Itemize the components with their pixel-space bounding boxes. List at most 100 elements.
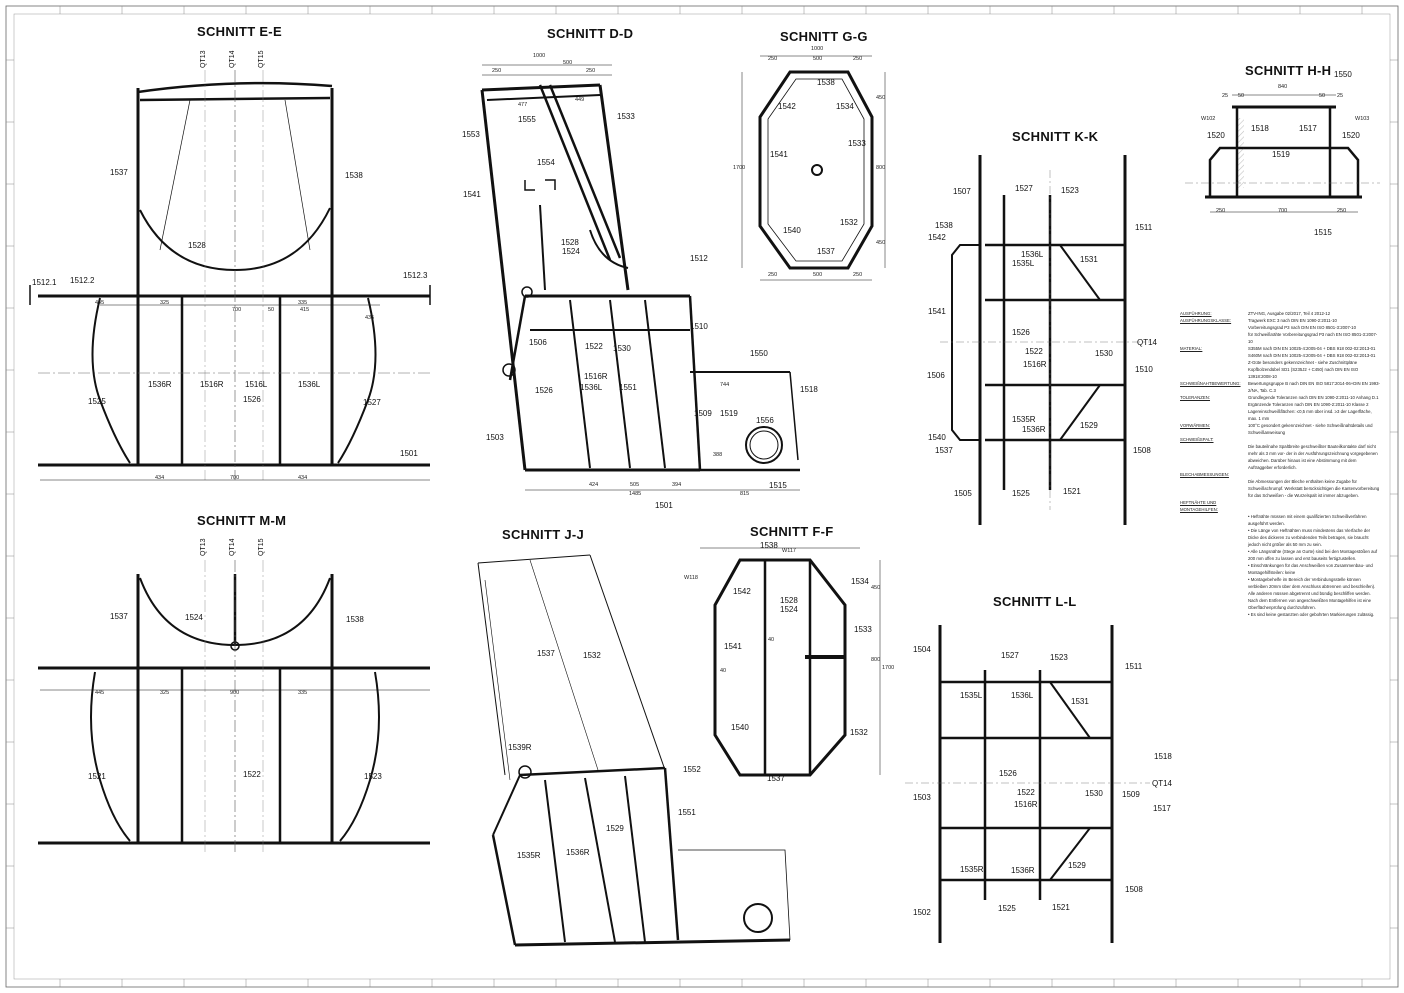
part-label: 1554 [537,158,555,167]
note-key: AUSFÜHRUNG: [1180,311,1212,316]
part-label: 1533 [854,625,872,634]
dim-label: 1000 [811,46,824,52]
axis-label-qt14-mm: QT14 [229,538,236,556]
part-label: 1540 [731,723,749,732]
dim-label: 505 [630,482,640,488]
dim-label: 40 [768,637,775,643]
part-label: 1523 [364,772,382,781]
note-row: Z-Güte besonders gekennzeichnet - siehe … [1180,359,1380,366]
dim-label: 450 [876,240,886,246]
part-label: 1503 [913,793,931,802]
part-label: 1538 [935,221,953,230]
note-value: Z-Güte besonders gekennzeichnet - siehe … [1248,360,1358,365]
dim-label: 500 [813,56,823,62]
part-label: 1523 [1050,653,1068,662]
note-value [1248,436,1380,443]
section-jj-drawing [477,554,791,947]
part-label: 1512.3 [403,271,428,280]
part-label: 1512.2 [70,276,95,285]
note-key [1180,359,1248,366]
part-label: 1512 [690,254,708,263]
note-key [1180,324,1248,331]
note-value: • Es sind keine gestanzten oder gebohrte… [1248,612,1375,617]
part-label: 1537 [817,247,835,256]
part-label: 1535R [960,865,984,874]
note-value: S460M nach DIN EN 10025-4:2005-04 + DBS … [1248,353,1376,358]
note-value: Bewertungsgruppe B nach DIN EN ISO 5817:… [1248,381,1380,393]
part-label: 1529 [1080,421,1098,430]
dim-label: 744 [720,382,730,388]
axis-label-qt13-mm: QT13 [200,538,207,556]
section-hh-drawing [1185,94,1380,213]
dim-label: 250 [853,272,863,278]
part-label: 1506 [927,371,945,380]
part-label: 1518 [1154,752,1172,761]
part-label: 1525 [88,397,106,406]
section-title-ff: SCHNITT F-F [750,524,834,539]
axis-label-qt14-ee: QT14 [229,50,236,68]
part-label: 1538 [817,78,835,87]
part-label: 1538 [760,541,778,550]
part-label: 1521 [88,772,106,781]
dim-label: 335 [298,300,308,306]
part-label: 1538 [346,615,364,624]
part-label: 1508 [1125,885,1143,894]
section-ff-drawing [700,547,881,777]
part-label: 1519 [720,409,738,418]
dim-label: 434 [155,475,165,481]
section-title-kk: SCHNITT K-K [1012,129,1099,144]
part-label: 1537 [935,446,953,455]
dim-label: 450 [876,95,886,101]
part-label: 1515 [769,481,787,490]
note-value: S355M nach DIN EN 10025-4:2005-04 + DBS … [1248,346,1376,351]
note-row: VORWÄRMEN:100°C gesondert gekennzeichnet… [1180,422,1380,436]
part-label: 1516R [200,380,224,389]
note-row: HEFTNÄHTE UND MONTAGEHILFEN: [1180,499,1380,513]
note-key: SCHWEIßNAHTBEWERTUNG: [1180,381,1241,386]
dim-label: 445 [95,690,105,696]
part-label: 1540 [783,226,801,235]
note-value: für Schweißnähte Vorbereitungsgrad P3 na… [1248,332,1378,344]
note-key [1180,611,1248,618]
note-row: Lagereinschweißflächen: ≤0,5 mm über ins… [1180,408,1380,422]
part-label: 1537 [767,774,785,783]
note-value: • Einschränkungen für das Anschweißen vo… [1248,563,1373,575]
part-label: 1526 [243,395,261,404]
part-label: 1534 [836,102,854,111]
note-value: Die Abmessungen der Bleche enthalten kei… [1248,479,1380,498]
part-label: 1536L [1011,691,1034,700]
dim-label: 700 [1278,208,1288,214]
part-label: 1531 [1071,697,1089,706]
note-row: Vorbereitungsgrad P3 nach DIN EN ISO 850… [1180,324,1380,331]
axis-label-qt15-ee: QT15 [258,50,265,68]
part-label: 1541 [770,150,788,159]
note-value: • Montagebehelfe im Bereich der Verbindu… [1248,577,1376,610]
dim-label: 250 [1337,208,1347,214]
note-key: HEFTNÄHTE UND MONTAGEHILFEN: [1180,500,1218,512]
note-row: • Es sind keine gestanzten oder gebohrte… [1180,611,1380,618]
note-value: Ergänzende Toleranzen nach DIN EN 1090-2… [1248,402,1369,407]
dim-label: 500 [813,272,823,278]
note-key [1180,352,1248,359]
part-label: 1540 [928,433,946,442]
part-label: 1536L [298,380,321,389]
dim-label: 435 [365,315,375,321]
section-title-ee: SCHNITT E-E [197,24,282,39]
part-label: 1529 [606,824,624,833]
note-key: SCHWEIßSPALT: [1180,437,1214,442]
note-value [1248,499,1380,513]
dim-label: 25 [1222,93,1229,99]
part-label: 1522 [1017,788,1035,797]
dim-label: 250 [586,68,596,74]
note-key [1180,408,1248,422]
note-value: Vorbereitungsgrad P3 nach DIN EN ISO 850… [1248,325,1356,330]
note-row: BLECHABMESSUNGEN: [1180,471,1380,478]
part-label: 1525 [1012,489,1030,498]
dim-label: 477 [518,102,528,108]
part-label: 1535R [517,851,541,860]
part-label: 1528 [780,596,798,605]
part-label: 1523 [1061,186,1079,195]
part-label: 1556 [756,416,774,425]
part-label: 1536L [1021,250,1044,259]
